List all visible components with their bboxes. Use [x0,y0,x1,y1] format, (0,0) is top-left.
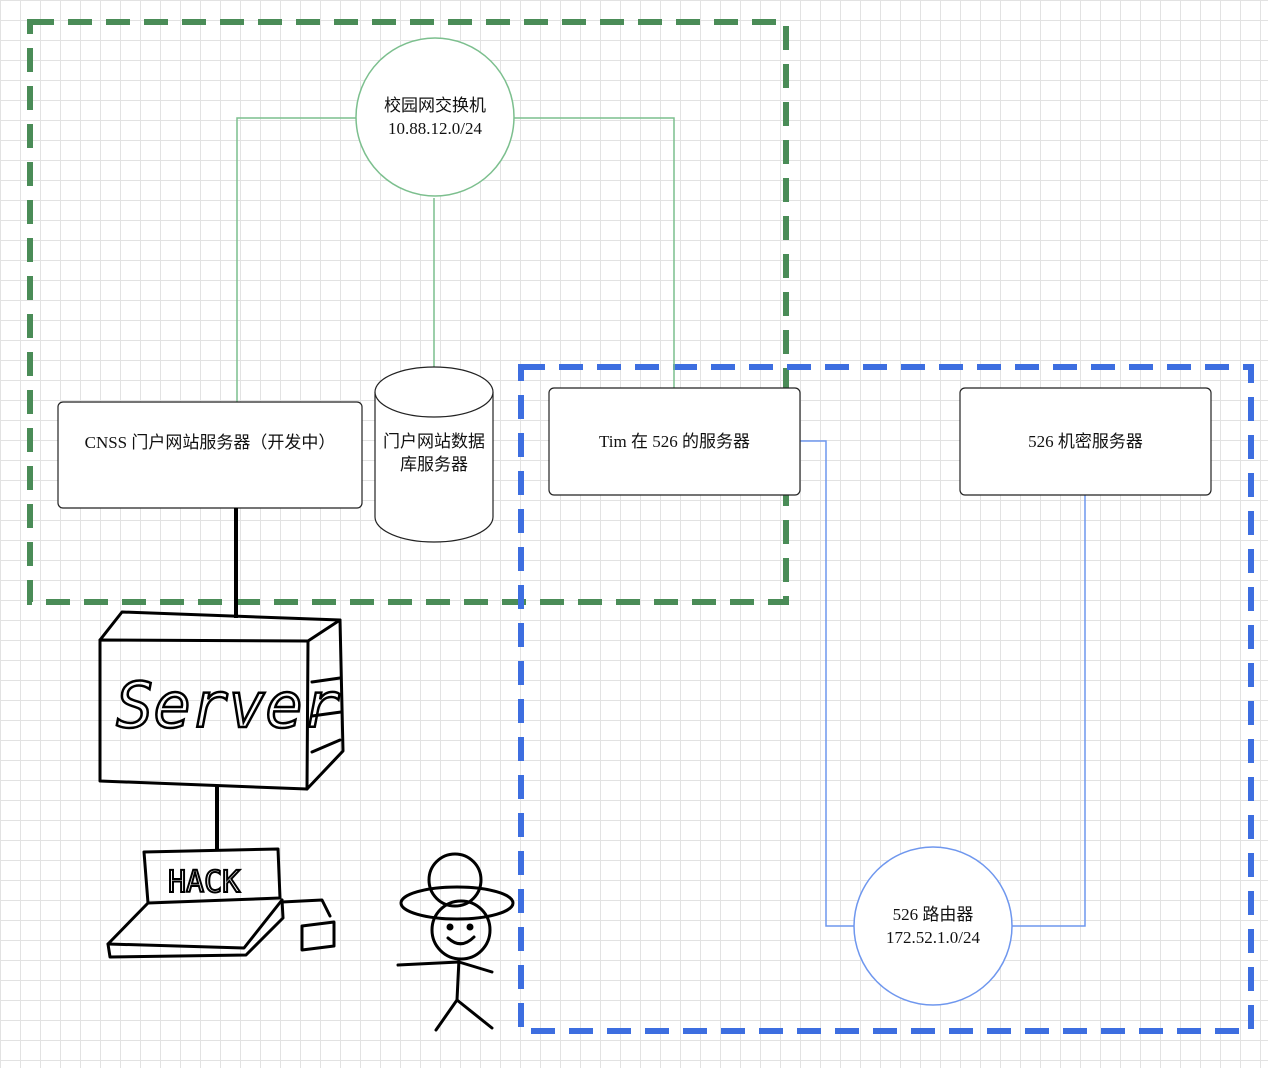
campus-switch-name: 校园网交换机 [384,96,486,115]
tim-server-node [548,387,801,496]
db-server-line2: 库服务器 [400,455,468,474]
secret-server-label: 526 机密服务器 [960,388,1211,494]
router-526-label: 526 路由器 172.52.1.0/24 [855,890,1011,962]
tim-server-text: Tim 在 526 的服务器 [599,431,750,451]
campus-switch-node [355,37,515,197]
sketch-server-label: Server [116,669,340,742]
cnss-server-node [57,401,363,509]
db-server-label: 门户网站数据 库服务器 [370,420,498,486]
db-server-line1: 门户网站数据 [383,432,485,451]
lab-526-zone [518,364,1254,1034]
sketch-hacker [396,852,515,1032]
link-tim-router [800,440,855,927]
sketch-server [98,610,345,791]
tim-server-label: Tim 在 526 的服务器 [549,388,800,494]
link-switch-tim [514,117,675,388]
sketch-laptop-label: HACK [168,865,240,900]
router-526-name: 526 路由器 [892,905,974,924]
link-switch-cnss [236,117,356,402]
campus-switch-subnet: 10.88.12.0/24 [388,119,482,138]
cnss-server-text: CNSS 门户网站服务器（开发中） [84,432,336,452]
secret-server-text: 526 机密服务器 [1028,431,1143,451]
campus-switch-label: 校园网交换机 10.88.12.0/24 [356,80,514,154]
secret-server-node [959,387,1212,496]
cnss-server-label: CNSS 门户网站服务器（开发中） [58,402,362,482]
link-secret-router [1012,495,1086,927]
router-526-subnet: 172.52.1.0/24 [886,928,980,947]
router-526-node [853,846,1013,1006]
db-server-node [374,366,494,543]
sketch-laptop [106,847,336,959]
campus-network-zone [27,19,789,605]
